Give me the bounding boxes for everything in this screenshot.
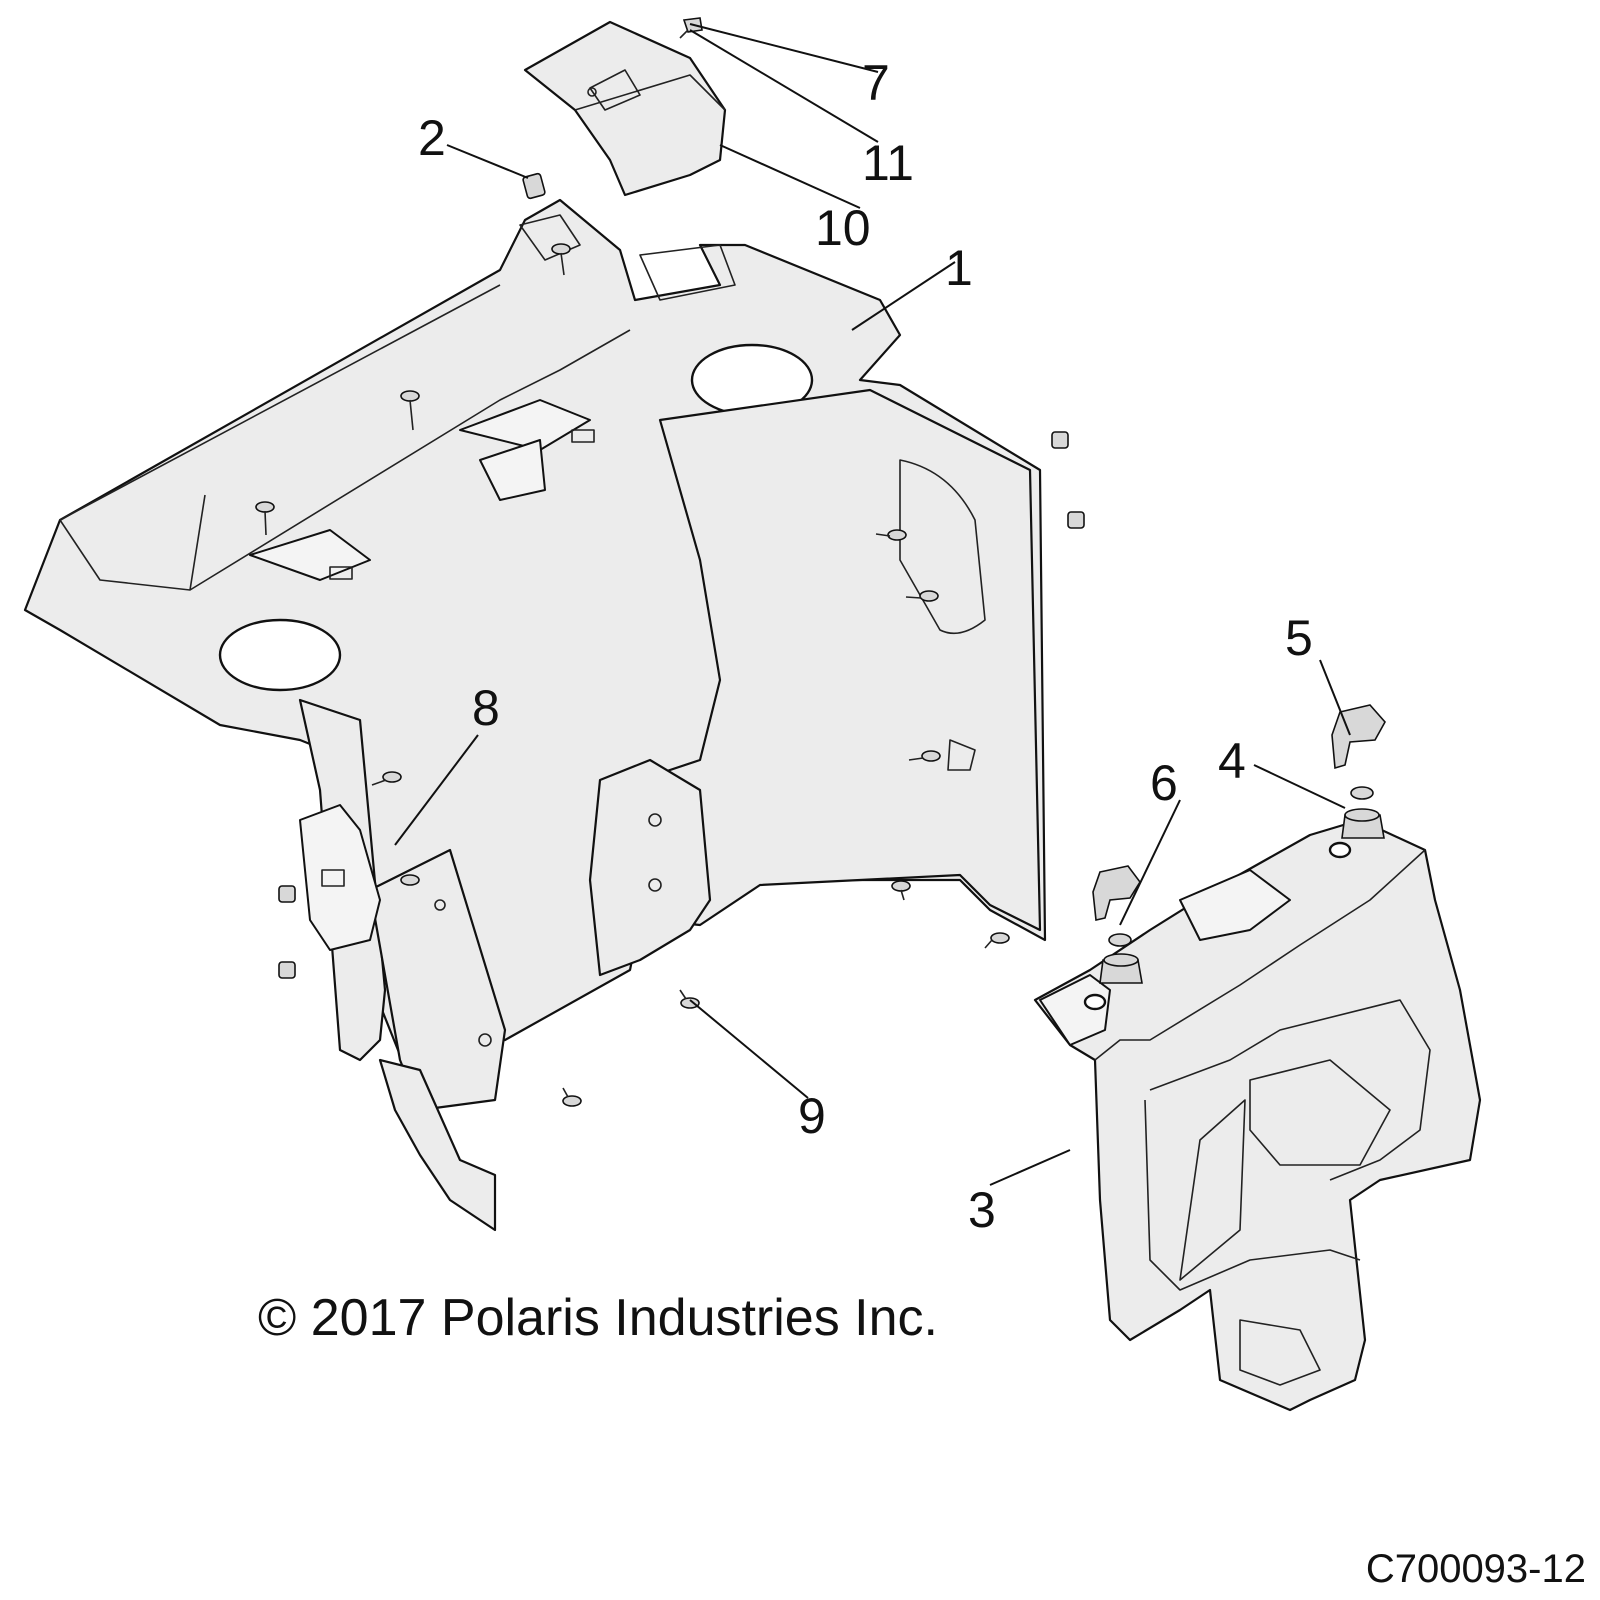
part-6-latch	[1092, 865, 1141, 921]
screw-d	[875, 529, 907, 541]
part-2-clip	[522, 172, 546, 200]
leader-lines	[394, 23, 1351, 1186]
nut-c	[278, 885, 296, 903]
screw-b	[400, 390, 420, 431]
callout-10: 10	[815, 200, 871, 256]
callout-3: 3	[968, 1182, 996, 1238]
part-3-side-panel	[1033, 818, 1482, 1412]
part-10-top-cover	[523, 20, 727, 197]
screw-k	[562, 1087, 582, 1107]
callout-6: 6	[1150, 755, 1178, 811]
washer-lower	[1108, 933, 1132, 947]
callout-9: 9	[798, 1088, 826, 1144]
part-1-main-panel	[23, 198, 1047, 1232]
drawing-number: C700093-12	[1365, 1547, 1586, 1591]
screw-l	[400, 874, 420, 886]
screw-j	[679, 989, 700, 1009]
callout-1: 1	[945, 240, 973, 296]
screw-c	[255, 501, 275, 536]
callout-7: 7	[862, 55, 890, 111]
screw-a	[551, 243, 571, 276]
washer-upper	[1350, 786, 1374, 800]
callout-5: 5	[1285, 610, 1313, 666]
screw-h	[984, 932, 1010, 949]
copyright-notice: © 2017 Polaris Industries Inc.	[258, 1289, 938, 1347]
screw-g	[891, 880, 911, 901]
callout-labels: 1 2 3 4 5 6 7 8 9 10 11	[418, 55, 1313, 1238]
nut-d	[278, 961, 296, 979]
nut-a	[1051, 431, 1069, 449]
callout-11: 11	[862, 135, 914, 191]
nut-b	[1067, 511, 1085, 529]
screw-f	[908, 750, 941, 762]
part-5-latch	[1331, 704, 1386, 770]
callout-4: 4	[1218, 733, 1246, 789]
callout-8: 8	[472, 680, 500, 736]
callout-2: 2	[418, 110, 446, 166]
fasteners	[255, 17, 1386, 1107]
screw-e	[905, 590, 939, 602]
screw-i	[371, 771, 402, 786]
